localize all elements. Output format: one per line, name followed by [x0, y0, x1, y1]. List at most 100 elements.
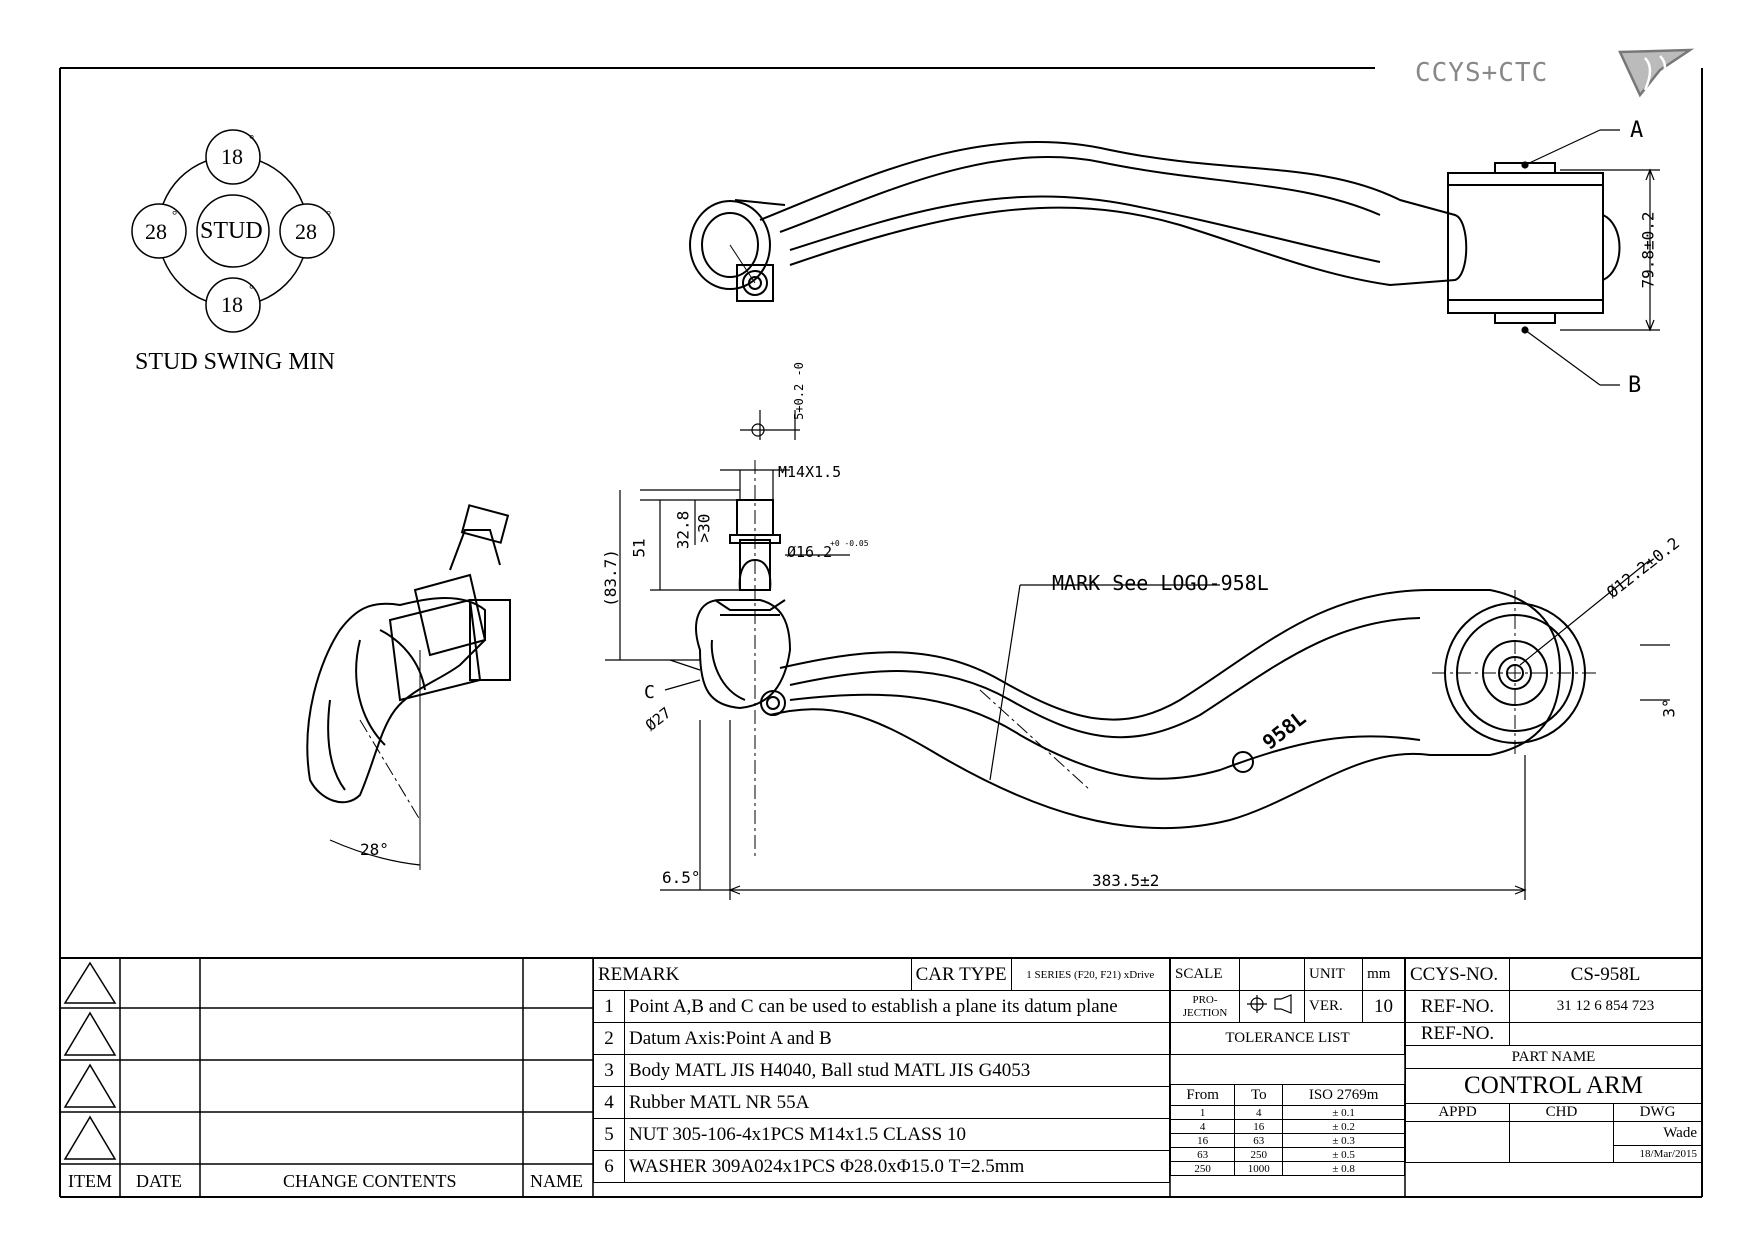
stud-swing-diagram	[131, 129, 335, 333]
stud-diameter-tolerance: +0 -0.05	[830, 539, 869, 548]
stud-swing-left-degree: °	[172, 207, 178, 222]
dim-30: >30	[694, 513, 714, 543]
remark-text: Rubber MATL NR 55A	[624, 1086, 1170, 1119]
unit-label: UNIT	[1303, 958, 1364, 991]
appd-sign	[1405, 1121, 1510, 1163]
projection-label: PRO- JECTION	[1170, 990, 1240, 1023]
revision-date-header: DATE	[136, 1171, 182, 1191]
top-view-dimensions	[1521, 129, 1660, 386]
projection-symbol-icon	[1239, 990, 1305, 1023]
stud-swing-top: 18	[221, 144, 243, 169]
ref-no2-value	[1509, 1022, 1702, 1046]
tol-from: 1	[1169, 1105, 1236, 1120]
main-view-dimensions	[605, 410, 1670, 900]
tol-iso-header: ISO 2769m	[1282, 1084, 1405, 1106]
company-logo: CCYS+CTC	[1415, 58, 1549, 88]
car-type-value: 1 SERIES (F20, F21) xDrive	[1010, 958, 1171, 991]
remark-row: 1 Point A,B and C can be used to establi…	[593, 990, 1170, 1023]
stud-swing-right-degree: °	[326, 207, 332, 222]
remarks-table: REMARK CAR TYPE 1 SERIES (F20, F21) xDri…	[593, 958, 1171, 1183]
remark-row: 2 Datum Axis:Point A and B	[593, 1022, 1170, 1055]
remark-text: Body MATL JIS H4040, Ball stud MATL JIS …	[624, 1054, 1170, 1087]
tol-value: ± 0.8	[1282, 1161, 1405, 1176]
tol-from: 4	[1169, 1119, 1236, 1134]
tol-value: ± 0.2	[1282, 1119, 1405, 1134]
chd-sign	[1509, 1121, 1614, 1163]
specs-table: SCALE UNIT mm PRO- JECTION VER. 10 TOLER…	[1170, 958, 1405, 1055]
tol-to: 4	[1234, 1105, 1284, 1120]
remark-text: NUT 305-106-4x1PCS M14x1.5 CLASS 10	[624, 1118, 1170, 1151]
drawing-date: 18/Mar/2015	[1613, 1144, 1702, 1164]
stud-swing-title: STUD SWING MIN	[135, 349, 335, 375]
remark-row: 3 Body MATL JIS H4040, Ball stud MATL JI…	[593, 1054, 1170, 1087]
revision-item-header: ITEM	[68, 1171, 112, 1191]
tolerance-row: 16 63 ± 0.3	[1169, 1133, 1405, 1148]
stud-swing-top-degree: °	[249, 131, 255, 146]
ref-no2-label: REF-NO.	[1405, 1022, 1510, 1046]
tol-to: 16	[1234, 1119, 1284, 1134]
part-name-value: CONTROL ARM	[1405, 1068, 1702, 1104]
remark-number: 2	[593, 1022, 625, 1055]
tol-value: ± 0.1	[1282, 1105, 1405, 1120]
dwg-by: Wade	[1613, 1121, 1702, 1146]
ccys-no-value: CS-958L	[1509, 958, 1702, 991]
car-type-label: CAR TYPE	[910, 958, 1012, 991]
bushing-angle: 3°	[1659, 698, 1679, 718]
stud-swing-bottom: 18	[221, 292, 243, 317]
remark-number: 5	[593, 1118, 625, 1151]
tolerance-title: TOLERANCE LIST	[1170, 1022, 1405, 1055]
dwg-label: DWG	[1613, 1103, 1702, 1122]
main-view-drawing	[695, 460, 1598, 860]
tol-to: 250	[1234, 1147, 1284, 1162]
ver-label: VER.	[1303, 990, 1364, 1023]
ver-value: 10	[1362, 990, 1405, 1023]
stud-swing-left: 28	[145, 219, 167, 244]
remark-row: 4 Rubber MATL NR 55A	[593, 1086, 1170, 1119]
stud-swing-center: STUD	[200, 218, 263, 244]
stud-angle: 6.5°	[662, 868, 701, 887]
stud-diameter: Ø16.2	[787, 543, 833, 561]
top-view-drawing	[689, 140, 1621, 324]
mark-note: MARK See LOGO-958L	[1052, 571, 1269, 595]
remark-row: 6 WASHER 309A024x1PCS Φ28.0xΦ15.0 T=2.5m…	[593, 1150, 1170, 1183]
stud-swing-right: 28	[295, 219, 317, 244]
tol-from: 250	[1169, 1161, 1236, 1176]
chd-label: CHD	[1509, 1103, 1614, 1122]
thread-spec: M14X1.5	[778, 463, 842, 481]
dim-overall: (83.7)	[600, 549, 620, 607]
height-dimension: 79.8±0.2	[1638, 211, 1658, 289]
tolerance-row: 1 4 ± 0.1	[1169, 1105, 1405, 1120]
tol-from: 63	[1169, 1147, 1236, 1162]
scale-value	[1239, 958, 1305, 991]
tol-to: 1000	[1234, 1161, 1284, 1176]
remark-text: Point A,B and C can be used to establish…	[624, 990, 1170, 1023]
tol-value: ± 0.3	[1282, 1133, 1405, 1148]
remark-number: 6	[593, 1150, 625, 1183]
tolerance-row: 4 16 ± 0.2	[1169, 1119, 1405, 1134]
revision-name-header: NAME	[530, 1171, 583, 1191]
point-a-label: A	[1630, 118, 1644, 143]
revision-change-header: CHANGE CONTENTS	[283, 1171, 457, 1191]
appd-label: APPD	[1405, 1103, 1510, 1122]
unit-value: mm	[1362, 958, 1405, 991]
ref-no-value: 31 12 6 854 723	[1509, 990, 1702, 1023]
ref-no-label: REF-NO.	[1405, 990, 1510, 1023]
part-info-table: CCYS-NO. CS-958L REF-NO. 31 12 6 854 723…	[1405, 958, 1702, 1164]
remark-text: WASHER 309A024x1PCS Φ28.0xΦ15.0 T=2.5mm	[624, 1150, 1170, 1183]
dim-32-8: 32.8	[673, 510, 693, 550]
part-name-label: PART NAME	[1405, 1045, 1702, 1069]
tolerance-row: 63 250 ± 0.5	[1169, 1147, 1405, 1162]
ccys-no-label: CCYS-NO.	[1405, 958, 1510, 991]
point-c-label: C	[644, 682, 655, 703]
logo-mark-icon	[1618, 48, 1695, 98]
tolerance-row: 250 1000 ± 0.8	[1169, 1161, 1405, 1176]
tol-to-header: To	[1234, 1084, 1284, 1106]
remark-text: Datum Axis:Point A and B	[624, 1022, 1170, 1055]
point-b-label: B	[1628, 373, 1642, 398]
remark-label: REMARK	[593, 958, 912, 991]
remark-number: 3	[593, 1054, 625, 1087]
tol-to: 63	[1234, 1133, 1284, 1148]
iso-angle: 28°	[360, 840, 389, 859]
dim-51: 51	[629, 538, 649, 558]
